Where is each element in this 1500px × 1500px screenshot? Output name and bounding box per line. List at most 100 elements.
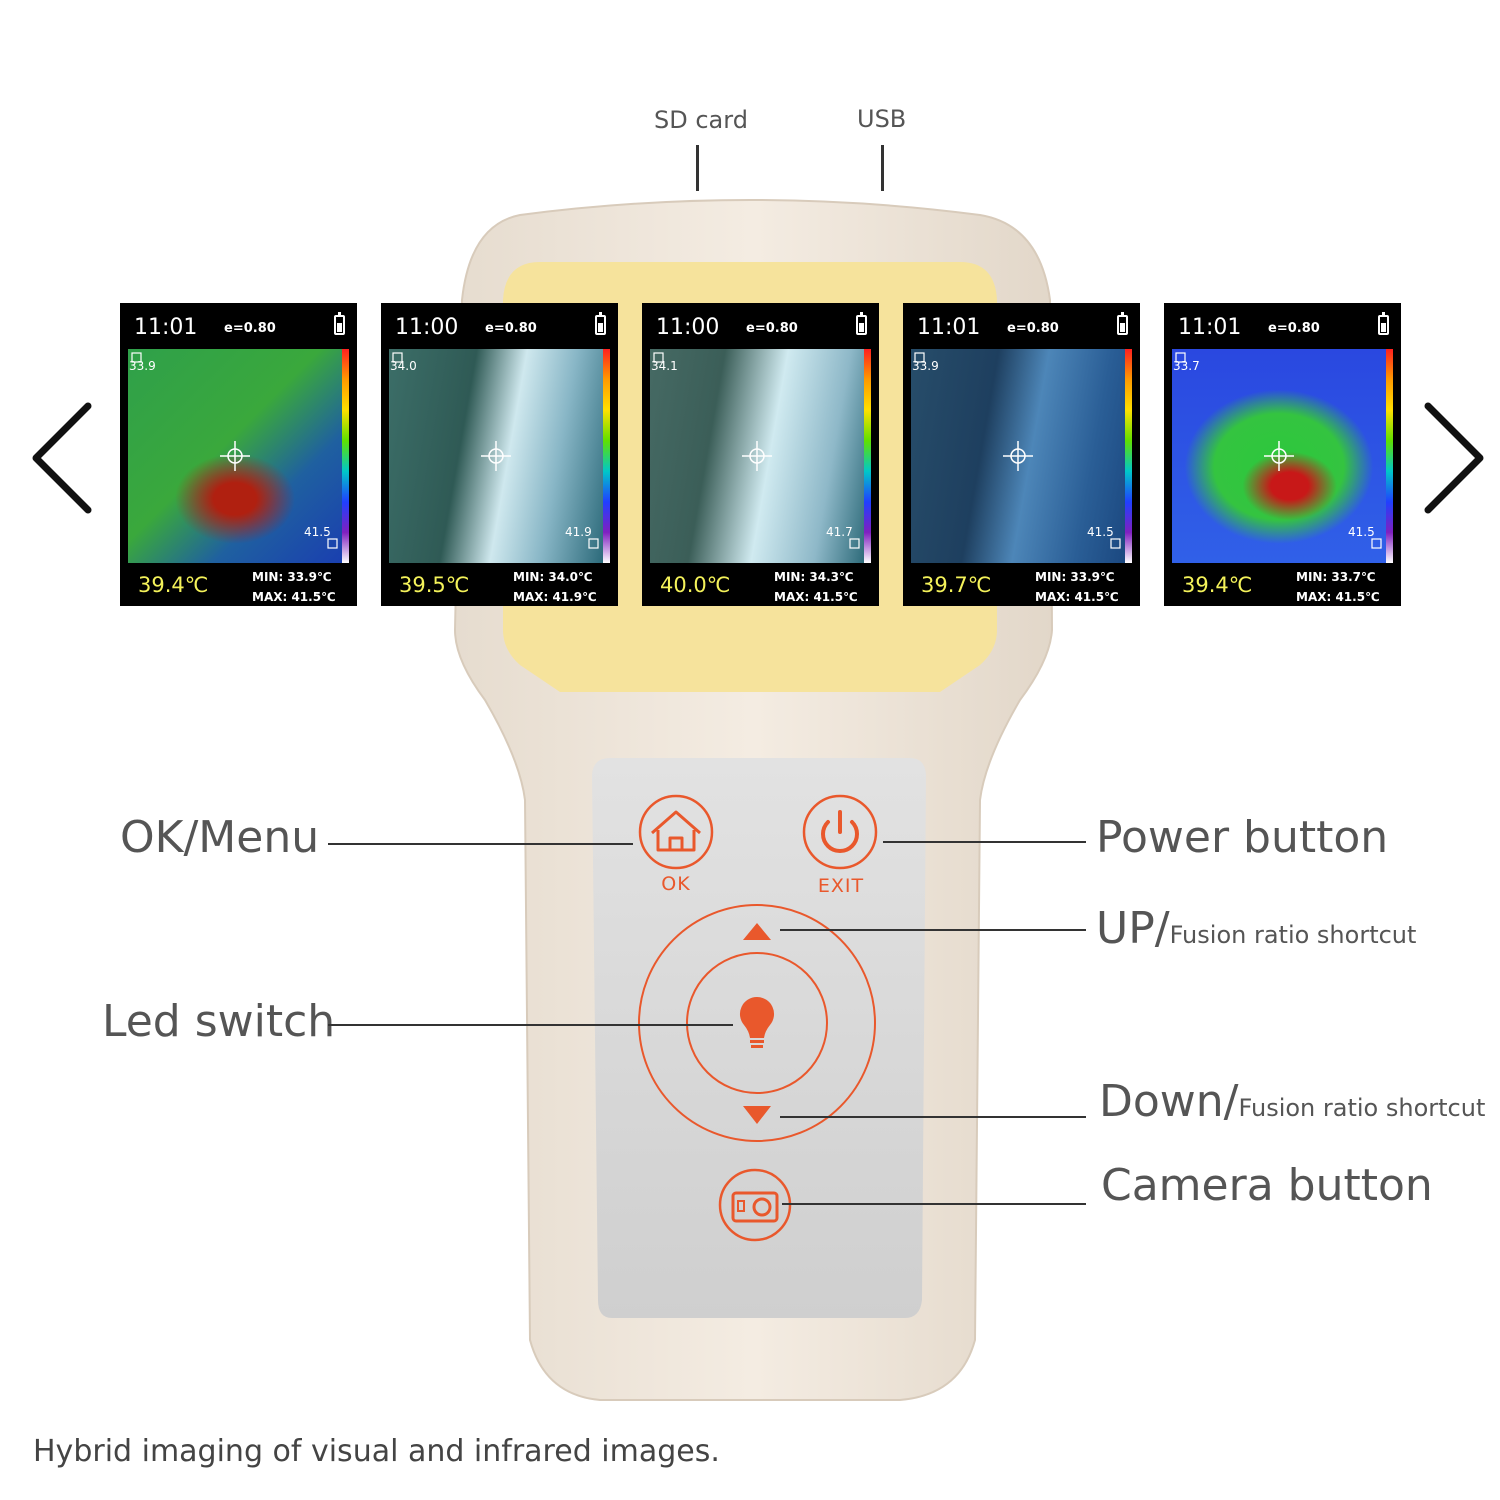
crosshair-icon	[131, 352, 338, 549]
battery-icon	[856, 312, 867, 335]
spot-max-temp: 41.5	[304, 525, 331, 539]
led-leader	[328, 1024, 733, 1026]
max-temperature: MAX: 41.9℃	[513, 590, 597, 604]
power-callout: Power button	[1096, 812, 1389, 863]
down-callout-sub: Fusion ratio shortcut	[1238, 1094, 1486, 1122]
up-button[interactable]	[735, 915, 779, 947]
up-callout: UP/Fusion ratio shortcut	[1096, 903, 1416, 954]
screen-time: 11:01	[1178, 315, 1242, 340]
color-scale-bar	[603, 349, 610, 563]
screen-time: 11:01	[917, 315, 981, 340]
screen-time: 11:00	[656, 315, 720, 340]
screen-sample: 11:00 e=0.80 34.0 41.9 39.5℃ MIN: 34.0℃ MAX: 4…	[381, 303, 618, 606]
up-callout-main: UP/	[1096, 903, 1170, 954]
center-temperature: 39.4℃	[138, 573, 209, 597]
spot-min-temp: 33.9	[129, 359, 156, 373]
screen-sample: 11:01 e=0.80 33.9 41.5 39.4℃ MIN: 33.9℃ MAX: 4…	[120, 303, 357, 606]
screen-image	[650, 349, 864, 563]
crosshair-icon	[1175, 352, 1382, 549]
color-scale-bar	[1386, 349, 1393, 563]
screen-image	[1172, 349, 1386, 563]
spot-max-temp: 41.9	[565, 525, 592, 539]
center-temperature: 39.7℃	[921, 573, 992, 597]
screen-time: 11:00	[395, 315, 459, 340]
exit-button-label: EXIT	[817, 875, 865, 897]
camera-button[interactable]	[720, 1170, 790, 1240]
screen-emissivity: e=0.80	[746, 321, 798, 336]
led-callout: Led switch	[102, 996, 336, 1047]
min-temperature: MIN: 34.3℃	[774, 570, 854, 584]
down-button[interactable]	[735, 1100, 779, 1132]
min-max-readout: MIN: 33.9℃ MAX: 41.5℃	[1035, 567, 1119, 606]
ok-button[interactable]	[640, 796, 712, 868]
spot-min-temp: 34.0	[390, 359, 417, 373]
ok-menu-leader	[328, 843, 633, 845]
down-callout-main: Down/	[1099, 1076, 1239, 1127]
camera-leader	[782, 1203, 1086, 1205]
screen-header: 11:01 e=0.80	[903, 303, 1140, 349]
screen-header: 11:00 e=0.80	[642, 303, 879, 349]
crosshair-icon	[392, 352, 599, 549]
screen-sample: 11:00 e=0.80 34.1 41.7 40.0℃ MIN: 34.3℃ MAX: 4…	[642, 303, 879, 606]
max-temperature: MAX: 41.5℃	[774, 590, 858, 604]
min-max-readout: MIN: 34.3℃ MAX: 41.5℃	[774, 567, 858, 606]
usb-label: USB	[857, 105, 907, 133]
min-temperature: MIN: 33.9℃	[1035, 570, 1115, 584]
camera-callout: Camera button	[1101, 1160, 1433, 1211]
color-scale-bar	[342, 349, 349, 563]
crosshair-icon	[914, 352, 1121, 549]
center-temperature: 40.0℃	[660, 573, 731, 597]
down-leader	[780, 1116, 1086, 1118]
chevron-left-icon[interactable]	[26, 400, 96, 516]
min-max-readout: MIN: 33.7℃ MAX: 41.5℃	[1296, 567, 1380, 606]
screen-header: 11:01 e=0.80	[1164, 303, 1401, 349]
min-temperature: MIN: 34.0℃	[513, 570, 593, 584]
screen-image	[389, 349, 603, 563]
screen-image	[911, 349, 1125, 563]
up-callout-sub: Fusion ratio shortcut	[1169, 921, 1417, 949]
led-switch-button[interactable]	[715, 985, 799, 1061]
spot-min-temp: 33.7	[1173, 359, 1200, 373]
battery-icon	[334, 312, 345, 335]
min-max-readout: MIN: 34.0℃ MAX: 41.9℃	[513, 567, 597, 606]
max-temperature: MAX: 41.5℃	[1035, 590, 1119, 604]
min-temperature: MIN: 33.7℃	[1296, 570, 1376, 584]
spot-max-temp: 41.5	[1087, 525, 1114, 539]
ok-menu-callout: OK/Menu	[120, 812, 320, 863]
screen-emissivity: e=0.80	[1268, 321, 1320, 336]
screen-image	[128, 349, 342, 563]
battery-icon	[595, 312, 606, 335]
up-leader	[780, 929, 1086, 931]
ok-button-label: OK	[661, 873, 691, 895]
power-button[interactable]	[804, 796, 876, 868]
screen-header: 11:01 e=0.80	[120, 303, 357, 349]
spot-min-temp: 34.1	[651, 359, 678, 373]
center-temperature: 39.5℃	[399, 573, 470, 597]
screen-sample: 11:01 e=0.80 33.7 41.5 39.4℃ MIN: 33.7℃ MAX: 4…	[1164, 303, 1401, 606]
down-callout: Down/Fusion ratio shortcut	[1099, 1076, 1485, 1127]
crosshair-icon	[653, 352, 860, 549]
power-leader	[883, 841, 1086, 843]
sd-card-label: SD card	[654, 106, 748, 134]
battery-icon	[1117, 312, 1128, 335]
color-scale-bar	[864, 349, 871, 563]
screen-emissivity: e=0.80	[485, 321, 537, 336]
spot-max-temp: 41.5	[1348, 525, 1375, 539]
min-max-readout: MIN: 33.9℃ MAX: 41.5℃	[252, 567, 336, 606]
battery-icon	[1378, 312, 1389, 335]
screen-header: 11:00 e=0.80	[381, 303, 618, 349]
max-temperature: MAX: 41.5℃	[1296, 590, 1380, 604]
screen-time: 11:01	[134, 315, 198, 340]
chevron-right-icon[interactable]	[1420, 400, 1490, 516]
caption: Hybrid imaging of visual and infrared im…	[33, 1434, 720, 1469]
center-temperature: 39.4℃	[1182, 573, 1253, 597]
screen-sample: 11:01 e=0.80 33.9 41.5 39.7℃ MIN: 33.9℃ MAX: 4…	[903, 303, 1140, 606]
color-scale-bar	[1125, 349, 1132, 563]
screen-emissivity: e=0.80	[224, 321, 276, 336]
min-temperature: MIN: 33.9℃	[252, 570, 332, 584]
spot-min-temp: 33.9	[912, 359, 939, 373]
spot-max-temp: 41.7	[826, 525, 853, 539]
screen-emissivity: e=0.80	[1007, 321, 1059, 336]
max-temperature: MAX: 41.5℃	[252, 590, 336, 604]
